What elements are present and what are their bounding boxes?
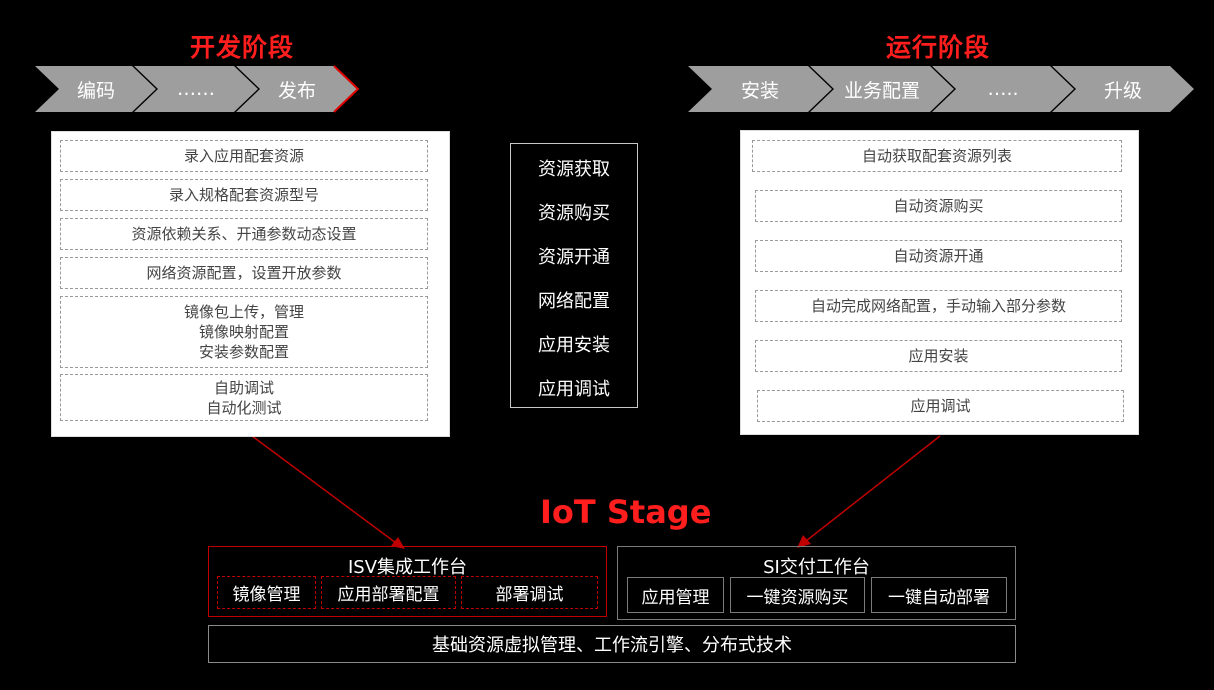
run-step-3: ….. [987,78,1019,100]
dev-item-2: 录入规格配套资源型号 [60,179,428,211]
center-item-4: 网络配置 [538,291,610,312]
run-item-5: 应用安装 [755,340,1122,372]
si-workbench: SI交付工作台 [617,546,1016,620]
center-capability-list: 资源获取 资源购买 资源开通 网络配置 应用安装 应用调试 [510,143,638,408]
isv-item-deploy-config: 应用部署配置 [321,576,456,609]
run-step-4: 升级 [1103,79,1142,102]
run-arrow-head [797,535,811,548]
iot-stage-title: IoT Stage [540,493,712,531]
center-item-3: 资源开通 [538,247,610,268]
isv-workbench: ISV集成工作台 [208,546,607,617]
run-chevron-3 [932,66,1074,112]
dev-item-1: 录入应用配套资源 [60,140,428,172]
si-item-one-click-purchase: 一键资源购买 [730,577,865,613]
dev-step-2: …… [177,78,215,100]
isv-item-deploy-debug: 部署调试 [461,576,598,609]
isv-item-image-mgmt: 镜像管理 [217,576,316,609]
run-phase-panel [740,130,1139,435]
dev-step-1: 编码 [76,79,115,102]
run-item-4: 自动完成网络配置，手动输入部分参数 [755,290,1122,322]
dev-item-6: 自助调试 自动化测试 [60,374,428,421]
dev-item-4: 网络资源配置，设置开放参数 [60,257,428,289]
dev-step-3: 发布 [277,79,316,102]
si-item-one-click-deploy: 一键自动部署 [871,577,1007,613]
run-phase-title: 运行阶段 [886,33,991,62]
dev-chevron-3 [236,66,358,112]
dev-phase-panel [51,131,450,437]
dev-item-3: 资源依赖关系、开通参数动态设置 [60,218,428,250]
run-chevron-4 [1052,66,1194,112]
si-item-app-mgmt: 应用管理 [627,577,724,613]
isv-workbench-title: ISV集成工作台 [347,557,468,578]
center-item-2: 资源购买 [538,203,610,224]
dev-chevron-1 [35,66,156,112]
run-item-3: 自动资源开通 [755,240,1122,272]
run-chevron-2 [810,66,954,112]
run-item-2: 自动资源购买 [755,190,1122,222]
center-item-6: 应用调试 [538,379,610,400]
run-item-1: 自动获取配套资源列表 [752,140,1122,172]
run-step-2: 业务配置 [843,79,920,102]
dev-phase-title: 开发阶段 [190,33,295,62]
run-item-6: 应用调试 [757,390,1124,422]
dev-item-5: 镜像包上传，管理 镜像映射配置 安装参数配置 [60,296,428,368]
dev-chevron-2 [134,66,258,112]
run-step-1: 安装 [740,79,779,102]
center-item-1: 资源获取 [538,159,610,180]
center-item-5: 应用安装 [538,335,610,356]
si-workbench-title: SI交付工作台 [763,557,870,578]
base-infrastructure-bar: 基础资源虚拟管理、工作流引擎、分布式技术 [208,625,1016,663]
run-chevron-1 [688,66,832,112]
